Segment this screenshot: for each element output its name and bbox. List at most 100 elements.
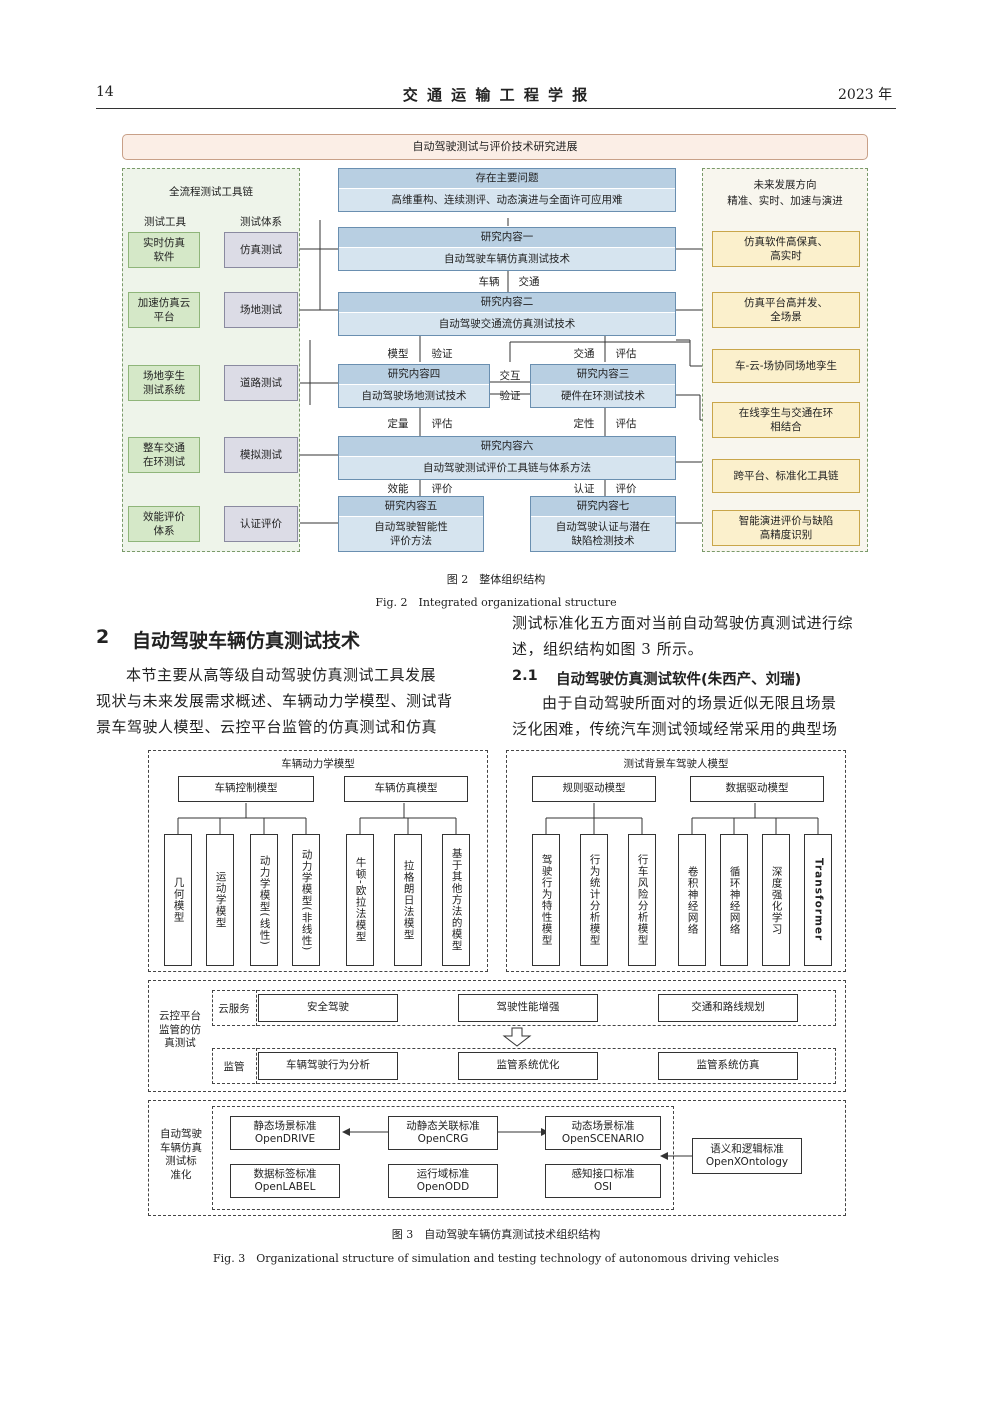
std-frame: [148, 1100, 846, 1216]
conn-eff: 效能: [387, 483, 409, 495]
research-4: 研究内容四 自动驾驶场地测试技术: [338, 364, 490, 408]
data-leaf-1: 卷积神经网络: [678, 834, 706, 966]
system-road-test: 道路测试: [224, 365, 298, 401]
left-line-3: 景车驾驶人模型、云控平台监管的仿真测试和仿真: [96, 718, 438, 736]
section-heading: 自动驾驶车辆仿真测试技术: [132, 630, 361, 652]
journal-title: 交 通 运 输 工 程 学 报: [402, 86, 590, 104]
right-para-2: 由于自动驾驶所面对的场景近似无限且场景 泛化困难，传统汽车测试领域经常采用的典型…: [512, 690, 896, 742]
page-number: 14: [96, 84, 114, 100]
fig2-caption-en: Fig. 2 Integrated organizational structu…: [375, 596, 617, 609]
ctrl-leaf-3: 动力学模型(线性): [250, 834, 278, 966]
col-tools-label: 测试工具: [144, 216, 186, 228]
rule-model-box: 规则驱动模型: [532, 776, 656, 802]
conn-verify: 验证: [431, 348, 453, 360]
ctrl-model-box: 车辆控制模型: [178, 776, 314, 802]
conn-quant: 定量: [387, 418, 409, 430]
conn-model: 模型: [387, 348, 409, 360]
tool-vehicle-loop: 整车交通 在环测试: [128, 437, 200, 473]
conn-traffic-2: 交通: [573, 348, 595, 360]
conn-vehicle: 车辆: [478, 276, 500, 288]
data-leaf-4: Transformer: [804, 834, 832, 966]
research-3: 研究内容三 硬件在环测试技术: [530, 364, 676, 408]
research-2-title: 研究内容二: [339, 293, 675, 313]
future-panel-title: 未来发展方向: [753, 179, 817, 191]
toolchain-panel-title: 全流程测试工具链: [169, 186, 253, 198]
tool-twin-system: 场地孪生 测试系统: [128, 365, 200, 401]
rule-leaf-1: 驾驶行为特性模型: [532, 834, 560, 966]
fig3-caption-cn: 图 3 自动驾驶车辆仿真测试技术组织结构: [391, 1228, 601, 1241]
std-opendrive: 静态场景标准 OpenDRIVE: [230, 1116, 340, 1150]
conn-eval: 评估: [615, 348, 637, 360]
rule-leaf-2: 行为统计分析模型: [580, 834, 608, 966]
std-openlabel: 数据标签标准 OpenLABEL: [230, 1164, 340, 1198]
dynamics-title: 车辆动力学模型: [281, 758, 355, 770]
left-line-1: 本节主要从高等级自动驾驶仿真测试工具发展: [126, 666, 437, 684]
main-issue-text: 高维重构、连续测评、动态演进与全面许可应用难: [339, 189, 675, 211]
fig2-caption-cn: 图 2 整体组织结构: [446, 573, 546, 586]
supervise-row: [212, 1048, 836, 1084]
supervise-label: 监管: [223, 1061, 245, 1073]
conn-verify-2: 验证: [499, 390, 521, 402]
col-system-label: 测试体系: [240, 216, 282, 228]
driver-frame: [506, 750, 846, 972]
research-5: 研究内容五 自动驾驶智能性 评价方法: [338, 496, 484, 552]
research-6-title: 研究内容六: [339, 437, 675, 457]
cloud-item-1: 安全驾驶: [258, 994, 398, 1022]
right2-line-1: 由于自动驾驶所面对的场景近似无限且场景: [542, 694, 837, 712]
cloud-frame: [148, 980, 846, 1092]
sim-model-box: 车辆仿真模型: [344, 776, 468, 802]
future-panel-sub: 精准、实时、加速与演进: [727, 195, 843, 207]
research-7-text: 自动驾驶认证与潜在 缺陷检测技术: [531, 517, 675, 551]
std-openscenario: 动态场景标准 OpenSCENARIO: [545, 1116, 661, 1150]
cloud-item-3: 交通和路线规划: [658, 994, 798, 1022]
conn-interact: 交互: [499, 370, 521, 382]
data-leaf-3: 深度强化学习: [762, 834, 790, 966]
future-6: 智能演进评价与缺陷 高精度识别: [712, 510, 860, 546]
sim-leaf-3: 基于其他方法的模型: [442, 834, 470, 966]
right-line-1: 测试标准化五方面对当前自动驾驶仿真测试进行综: [512, 614, 854, 632]
cloud-item-2: 驾驶性能增强: [458, 994, 598, 1022]
sim-leaf-2: 拉格朗日法模型: [394, 834, 422, 966]
tool-cloud-platform: 加速仿真云 平台: [128, 292, 200, 328]
conn-eval-3: 评估: [615, 418, 637, 430]
future-2: 仿真平台高并发、 全场景: [712, 292, 860, 328]
rule-leaf-3: 行车风险分析模型: [628, 834, 656, 966]
std-openodd: 运行域标准 OpenODD: [388, 1164, 498, 1198]
conn-cert: 认证: [573, 483, 595, 495]
tool-realtime-sim: 实时仿真 软件: [128, 232, 200, 268]
std-osi: 感知接口标准 OSI: [545, 1164, 661, 1198]
cloud-service-label: 云服务: [218, 1003, 250, 1015]
cloud-label: 云控平台 监管的仿 真测试: [159, 1010, 201, 1050]
research-6: 研究内容六 自动驾驶测试评价工具链与体系方法: [338, 436, 676, 480]
future-1: 仿真软件高保真、 高实时: [712, 231, 860, 267]
sup-item-3: 监管系统仿真: [658, 1052, 798, 1080]
std-openxontology: 语义和逻辑标准 OpenXOntology: [692, 1138, 802, 1174]
future-5: 跨平台、标准化工具链: [712, 459, 860, 493]
fig3-caption-en: Fig. 3 Organizational structure of simul…: [213, 1252, 779, 1265]
header-rule: [96, 108, 896, 109]
future-3: 车-云-场协同场地孪生: [712, 349, 860, 383]
subsection-heading: 自动驾驶仿真测试软件(朱西产、刘瑞): [556, 672, 802, 688]
driver-title: 测试背景车驾驶人模型: [623, 758, 729, 770]
ctrl-leaf-1: 几何模型: [164, 834, 192, 966]
right-para: 测试标准化五方面对当前自动驾驶仿真测试进行综 述，组织结构如图 3 所示。: [512, 610, 896, 662]
sup-item-1: 车辆驾驶行为分析: [258, 1052, 398, 1080]
research-5-title: 研究内容五: [339, 497, 483, 517]
research-3-text: 硬件在环测试技术: [531, 385, 675, 407]
right-line-2: 述，组织结构如图 3 所示。: [512, 640, 704, 658]
sup-item-2: 监管系统优化: [458, 1052, 598, 1080]
main-issue-box: 存在主要问题 高维重构、连续测评、动态演进与全面许可应用难: [338, 168, 676, 212]
conn-eval-2: 评估: [431, 418, 453, 430]
subsection-number: 2.1: [512, 668, 538, 684]
research-7: 研究内容七 自动驾驶认证与潜在 缺陷检测技术: [530, 496, 676, 552]
conn-qual: 定性: [573, 418, 595, 430]
research-6-text: 自动驾驶测试评价工具链与体系方法: [339, 457, 675, 479]
research-2: 研究内容二 自动驾驶交通流仿真测试技术: [338, 292, 676, 336]
right2-line-2: 泛化困难，传统汽车测试领域经常采用的典型场: [512, 720, 838, 738]
future-4: 在线孪生与交通在环 相结合: [712, 402, 860, 438]
research-3-title: 研究内容三: [531, 365, 675, 385]
system-mock-test: 模拟测试: [224, 437, 298, 473]
data-leaf-2: 循环神经网络: [720, 834, 748, 966]
research-4-title: 研究内容四: [339, 365, 489, 385]
